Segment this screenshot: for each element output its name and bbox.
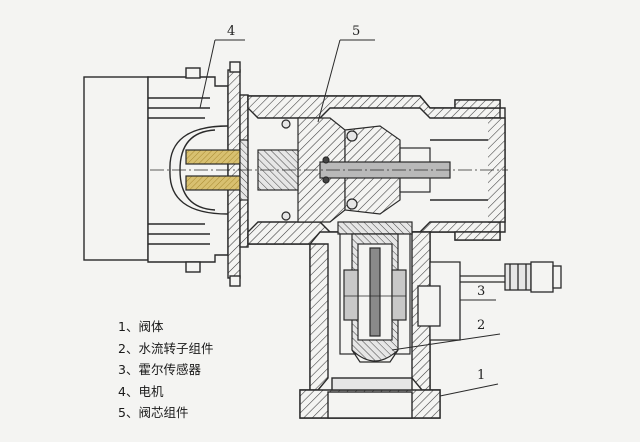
leader-line-1 [439, 383, 499, 397]
callout-1: 1 [477, 368, 486, 383]
legend-item-valve-core: 5、阀芯组件 [118, 405, 189, 420]
leader-lines [199, 39, 501, 397]
o-ring [346, 130, 358, 142]
callout-5: 5 [352, 24, 361, 39]
rotor-magnet [369, 247, 381, 337]
legend-item-valve-body: 1、阀体 [118, 319, 164, 334]
valve-core-assembly [257, 117, 451, 223]
leader-line-4 [199, 39, 216, 109]
o-ring [281, 211, 291, 221]
legend-item-motor: 4、电机 [118, 383, 164, 399]
o-ring [346, 198, 358, 210]
legend-item-hall-sensor: 3、霍尔传感器 [118, 362, 201, 377]
hall-sensor [417, 261, 562, 341]
water-flow-rotor-assembly [337, 221, 413, 363]
callout-3: 3 [477, 284, 486, 299]
motor-assembly [83, 61, 249, 287]
legend-item-water-flow-rotor: 2、水流转子组件 [118, 340, 214, 356]
parts-legend: 1、阀体 2、水流转子组件 3、霍尔传感器 4、电机 5、阀芯组件 [118, 316, 213, 424]
motor-rotor-curve [169, 125, 229, 215]
motor-flange [227, 69, 241, 279]
callout-2: 2 [477, 318, 486, 333]
leader-line-2 [391, 333, 501, 351]
callout-4: 4 [227, 24, 236, 39]
o-ring [281, 119, 291, 129]
motor-housing [83, 76, 149, 261]
leader-line-5 [317, 39, 341, 123]
